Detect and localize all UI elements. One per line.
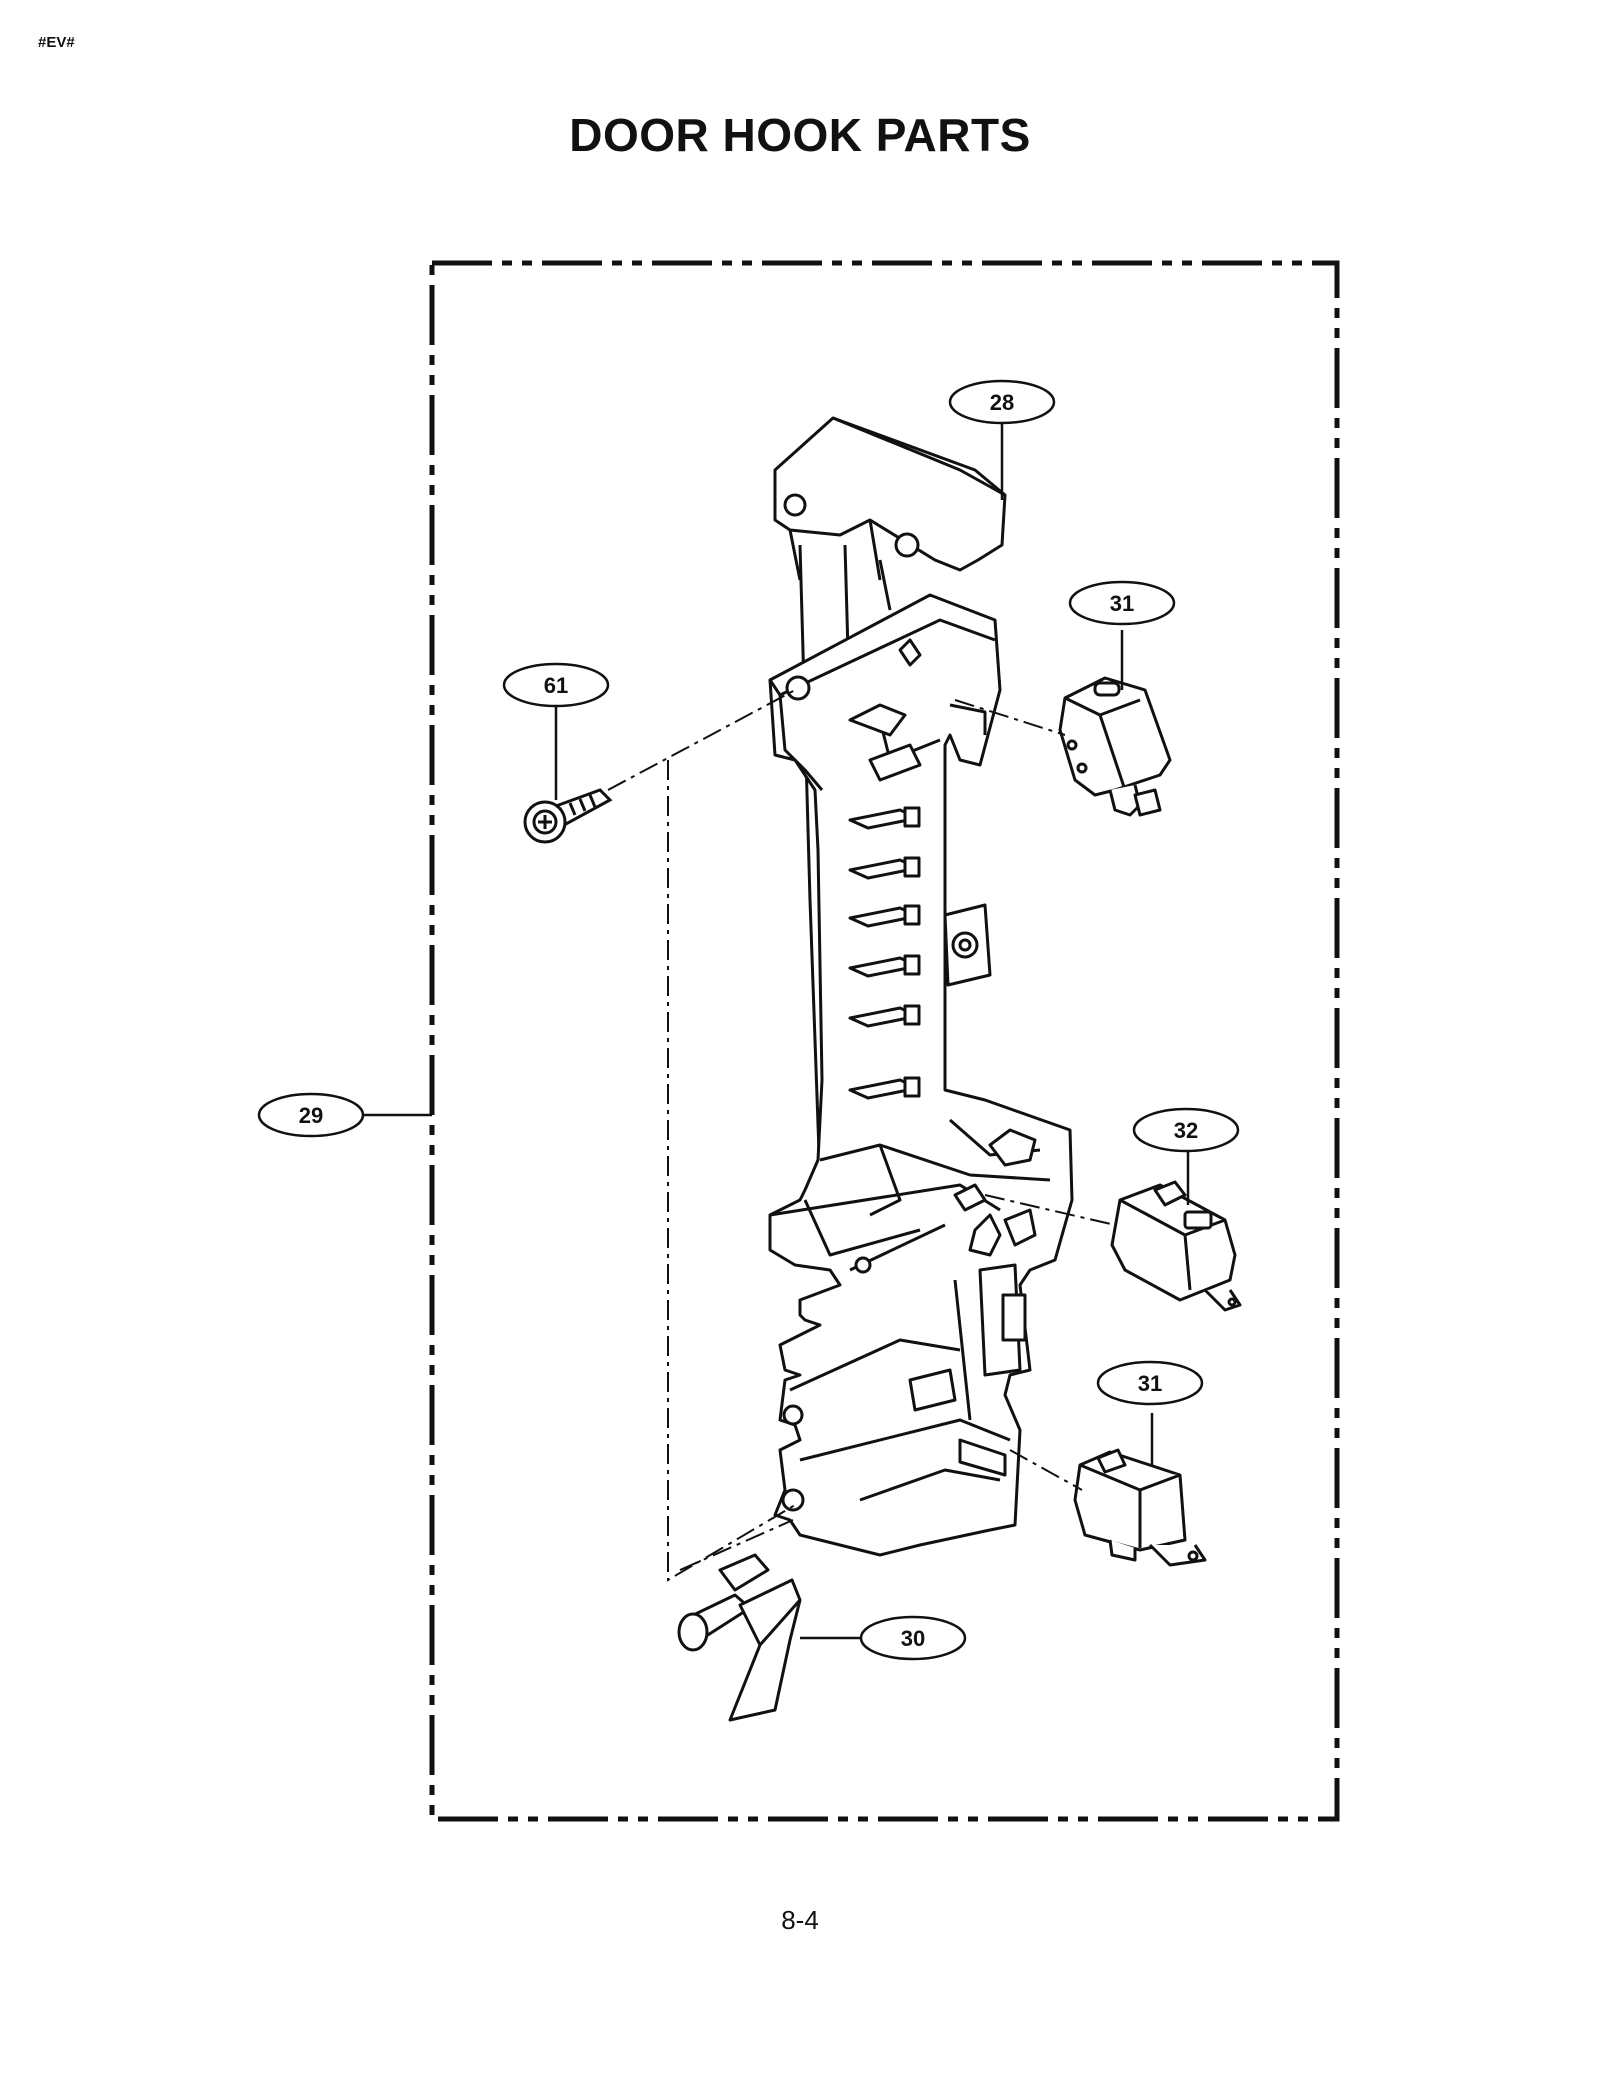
svg-text:31: 31 [1110,591,1134,616]
svg-text:61: 61 [544,673,568,698]
svg-text:28: 28 [990,390,1014,415]
page-title: DOOR HOOK PARTS [569,109,1031,161]
svg-text:31: 31 [1138,1371,1162,1396]
document-code: #EV# [38,34,75,51]
callout-28: 28 [948,379,1056,425]
callout-31-bottom: 31 [1096,1360,1204,1406]
svg-text:32: 32 [1174,1118,1198,1143]
microswitch-middle [1110,1180,1242,1312]
svg-text:30: 30 [901,1626,925,1651]
door-hook-frame [768,416,1074,1557]
page-number: 8-4 [781,1905,819,1935]
callout-31-top: 31 [1068,580,1176,626]
screw [523,788,613,844]
assembly-boundary [429,260,1340,1822]
callout-29: 29 [257,1092,365,1138]
frame-rib-slots [848,806,921,1100]
door-hook [677,1553,802,1722]
microswitch-bottom [1073,1448,1207,1567]
callout-30: 30 [859,1615,967,1661]
leader-lines [364,423,1190,1640]
callout-61: 61 [502,662,610,708]
svg-text:29: 29 [299,1103,323,1128]
microswitch-top [1058,676,1172,817]
assembly-guide-lines [607,689,1116,1582]
callout-32: 32 [1132,1107,1240,1153]
